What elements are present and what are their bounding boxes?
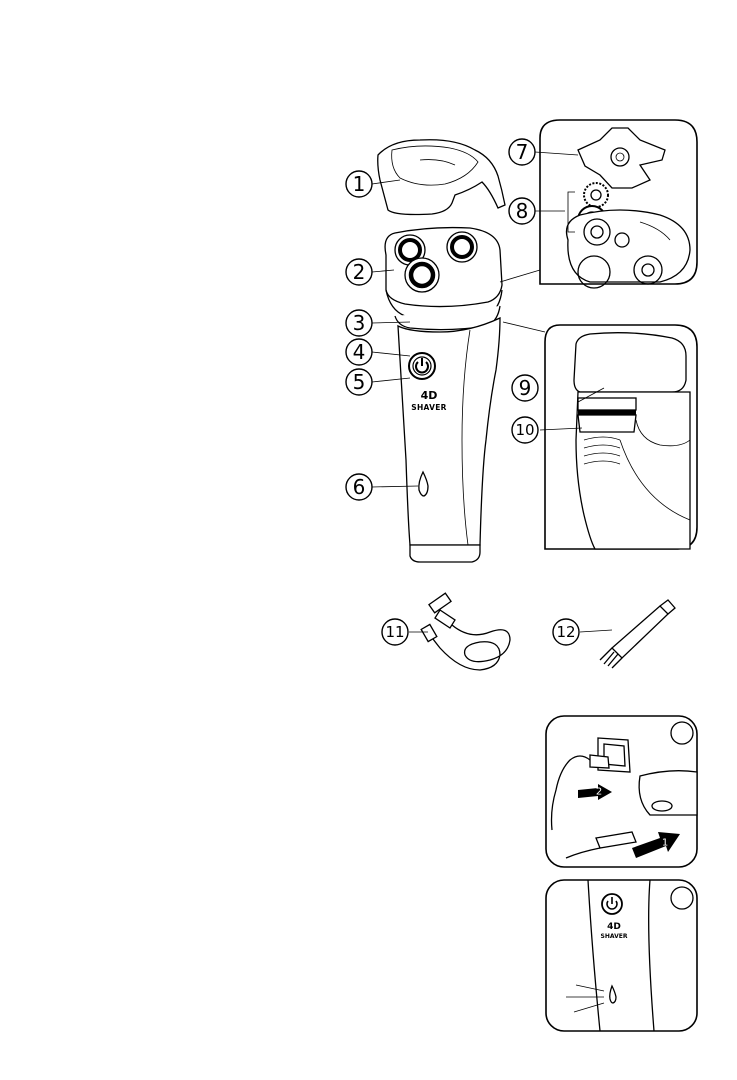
callout-12: 12 — [553, 619, 579, 645]
callout-10: 10 — [512, 417, 538, 443]
svg-text:7: 7 — [516, 140, 529, 164]
callout-7: 7 — [509, 139, 535, 165]
indicator-panel: 4D SHAVER — [546, 880, 697, 1031]
logo-shaver-small: SHAVER — [601, 933, 628, 940]
step-2-label: 2 — [596, 787, 602, 798]
logo-shaver: SHAVER — [411, 403, 446, 412]
charging-panel: 2 1 — [546, 716, 697, 867]
step-1-label: 1 — [662, 838, 668, 849]
logo-4d: 4D — [421, 389, 438, 402]
callout-1: 1 — [346, 171, 372, 197]
protective-cap — [378, 140, 505, 215]
callout-8: 8 — [509, 198, 535, 224]
usb-cable — [421, 593, 510, 670]
shaver-body: 4D SHAVER — [385, 228, 502, 562]
svg-text:11: 11 — [385, 623, 404, 641]
callout-2: 2 — [346, 259, 372, 285]
svg-text:1: 1 — [353, 172, 366, 196]
cleaning-brush — [600, 600, 675, 668]
logo-4d-small: 4D — [607, 922, 621, 932]
callout-4: 4 — [346, 339, 372, 365]
svg-text:2: 2 — [353, 260, 366, 284]
callout-11: 11 — [382, 619, 408, 645]
svg-text:12: 12 — [556, 623, 575, 641]
svg-text:8: 8 — [516, 199, 529, 223]
svg-text:6: 6 — [353, 475, 366, 499]
callout-3: 3 — [346, 310, 372, 336]
callout-6: 6 — [346, 474, 372, 500]
callout-9: 9 — [512, 375, 538, 401]
callout-5: 5 — [346, 369, 372, 395]
svg-text:5: 5 — [353, 370, 366, 394]
svg-text:9: 9 — [519, 376, 532, 400]
svg-text:4: 4 — [353, 340, 366, 364]
svg-text:10: 10 — [515, 421, 534, 439]
svg-text:3: 3 — [353, 311, 366, 335]
